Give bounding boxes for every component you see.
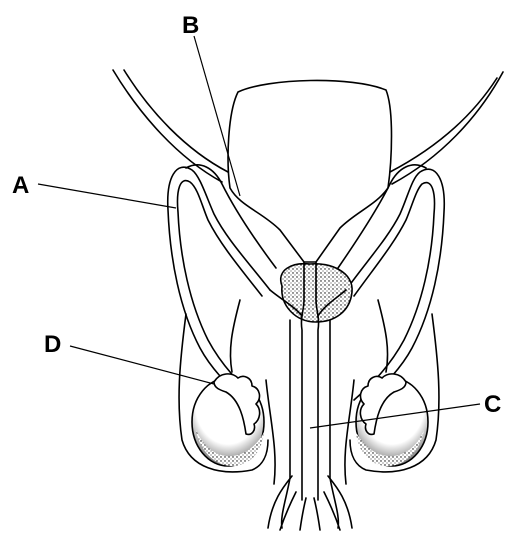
scrotum-inner-left (230, 300, 240, 372)
label-c: C (484, 391, 501, 418)
label-a: A (12, 172, 29, 199)
vas-deferens-right-inner (354, 183, 435, 400)
ureter-right-inner (390, 78, 497, 172)
penis-glans (268, 476, 352, 530)
vas-deferens-left-inner (178, 181, 263, 400)
ureter-right-outer (392, 72, 503, 184)
ureter-left-inner (124, 70, 228, 172)
penis (282, 320, 339, 528)
label-b: B (182, 12, 199, 39)
penis-outer (266, 380, 354, 484)
leader-line-d (70, 346, 214, 384)
scrotum-inner-right (378, 300, 388, 372)
label-d: D (44, 331, 61, 358)
leader-line-a (38, 184, 176, 208)
